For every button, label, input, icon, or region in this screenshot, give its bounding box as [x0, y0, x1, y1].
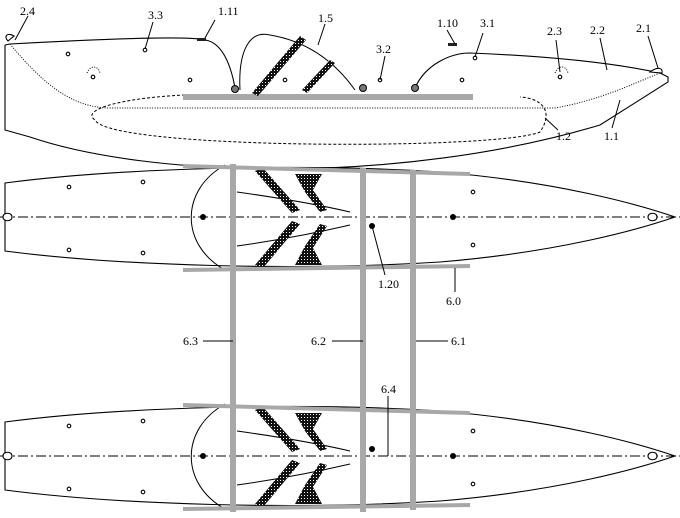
label-6-1: 6.1 — [451, 334, 466, 348]
label-1-1: 1.1 — [604, 129, 619, 143]
seat-pad-front — [252, 36, 306, 96]
label-2-2: 2.2 — [590, 23, 605, 37]
label-1-20: 1.20 — [378, 277, 399, 291]
side-view-hull — [4, 15, 669, 170]
label-1-2: 1.2 — [556, 129, 571, 143]
leader-lines — [203, 225, 456, 456]
frame-beams — [183, 164, 470, 512]
label-3-1: 3.1 — [480, 16, 495, 30]
label-6-0: 6.0 — [446, 294, 461, 308]
label-2-3: 2.3 — [547, 24, 562, 38]
label-6-2: 6.2 — [311, 334, 326, 348]
plan-view-hull-lower — [0, 403, 680, 510]
plan-view-labels: 1.20 6.0 6.3 6.2 6.1 6.4 — [183, 277, 466, 396]
label-1-10: 1.10 — [437, 16, 458, 30]
crossbeam-side — [183, 94, 473, 100]
plan-view-hull-upper — [0, 164, 680, 271]
side-view-labels: 2.4 3.3 1.11 1.5 3.2 1.10 3.1 2.3 2.2 2.… — [20, 4, 651, 143]
label-6-4: 6.4 — [381, 382, 396, 396]
label-2-1: 2.1 — [636, 21, 651, 35]
label-3-3: 3.3 — [148, 8, 163, 22]
seat-pad-rear — [302, 60, 335, 93]
label-2-4: 2.4 — [20, 4, 35, 18]
label-1-5: 1.5 — [318, 11, 333, 25]
label-3-2: 3.2 — [376, 42, 391, 56]
label-1-11: 1.11 — [218, 4, 239, 18]
label-6-3: 6.3 — [183, 334, 198, 348]
